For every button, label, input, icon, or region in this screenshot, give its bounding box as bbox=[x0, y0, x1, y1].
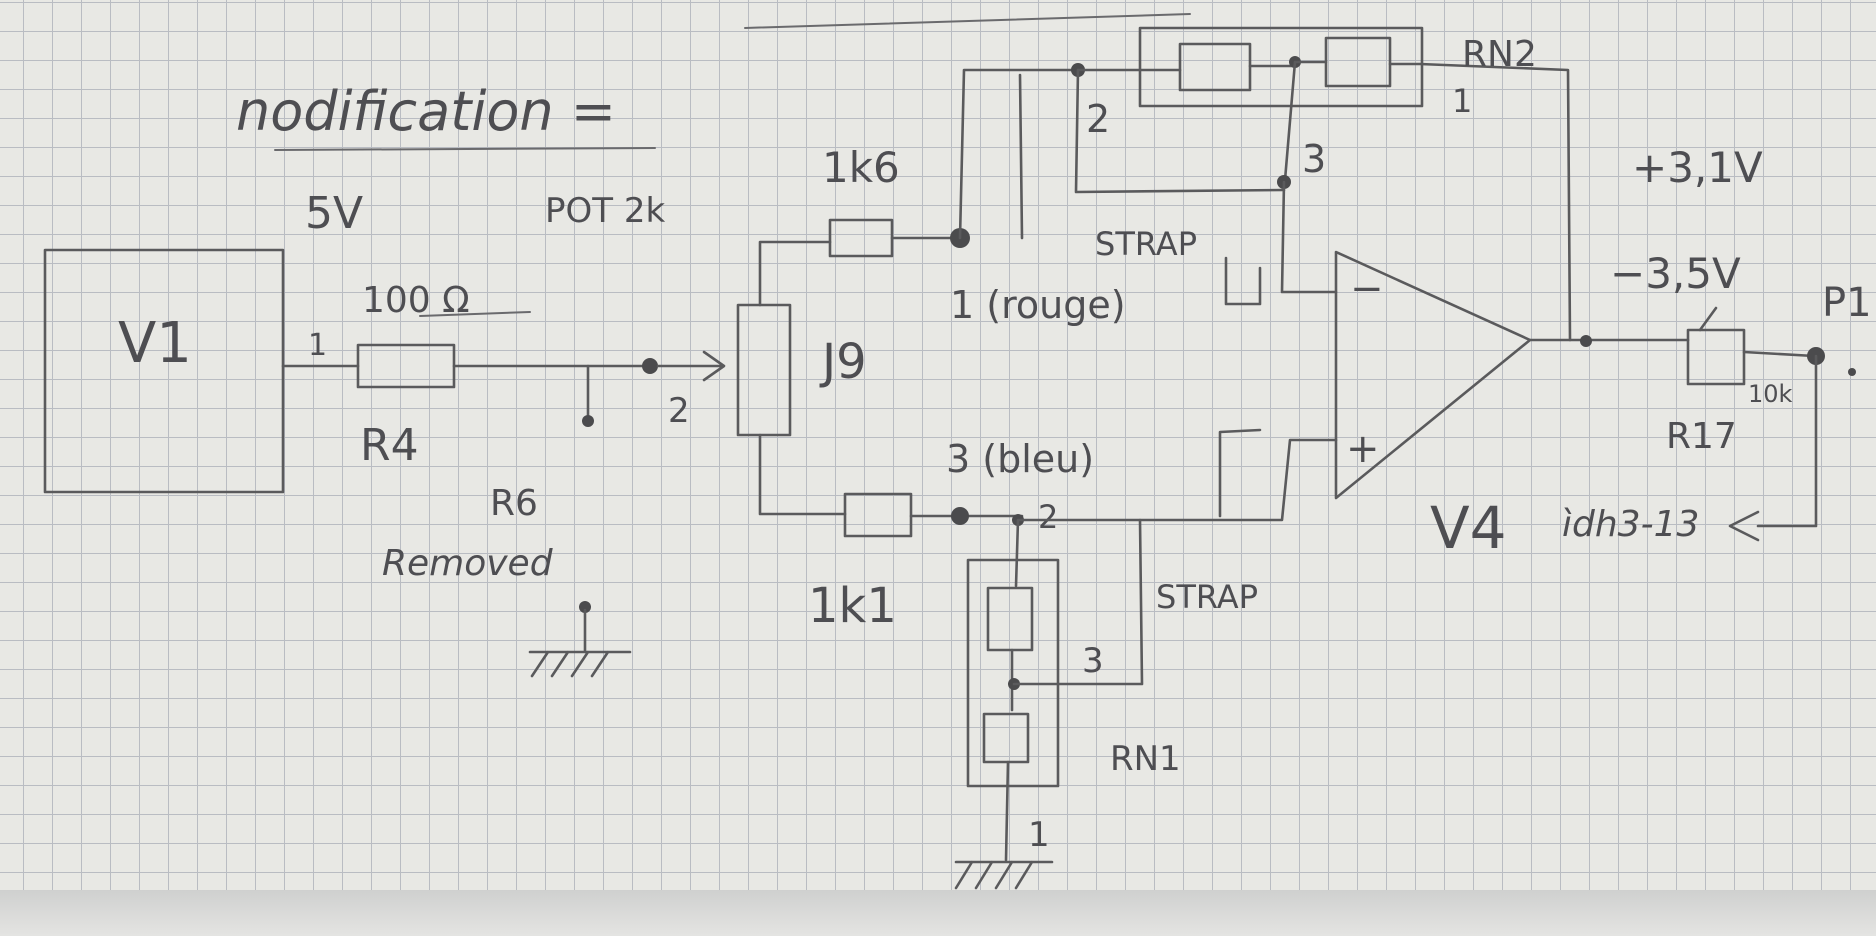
wire-rouge-up bbox=[958, 68, 1080, 240]
r17-lead bbox=[1698, 306, 1718, 332]
rn2-ref-label: RN2 bbox=[1462, 34, 1537, 75]
ground-icon bbox=[954, 860, 1054, 890]
pot-value-label: POT 2k bbox=[545, 191, 665, 231]
r-1k6-resistor bbox=[828, 218, 894, 258]
pin3-bleu-node bbox=[951, 507, 969, 525]
rn1-resistor-a bbox=[986, 586, 1034, 652]
wire-p1-return bbox=[1756, 354, 1818, 528]
paper-edge-shadow bbox=[0, 890, 1876, 936]
wire-inverting-input bbox=[1280, 180, 1338, 294]
pot-wiper-arrow bbox=[656, 350, 726, 382]
rn1-resistor-b bbox=[982, 712, 1030, 764]
pin1-rouge-label: 1 (rouge) bbox=[950, 283, 1126, 327]
rn1-ref-label: RN1 bbox=[1110, 739, 1181, 779]
v1-source-box bbox=[43, 248, 285, 494]
title-text: nodification = bbox=[236, 80, 616, 143]
plus-supply-label: +3,1V bbox=[1632, 143, 1763, 192]
wire-strap-upper-left bbox=[1018, 73, 1024, 240]
wire-rn2-pin3 bbox=[1283, 60, 1297, 182]
output-net-label: ìdh3-13 bbox=[1562, 504, 1699, 545]
j9-pin2-label: 2 bbox=[668, 391, 690, 431]
rn1-pin2-label: 2 bbox=[1038, 498, 1058, 536]
r17-value-label: 10k bbox=[1748, 380, 1793, 408]
r6-ref-label: R6 bbox=[490, 483, 538, 524]
rn2-resistor-b bbox=[1324, 36, 1392, 88]
j9-potentiometer bbox=[736, 303, 792, 437]
r6-removed-label: Removed bbox=[382, 543, 554, 584]
wire-pot-top bbox=[758, 240, 832, 307]
r6-stub-node bbox=[582, 415, 594, 427]
output-arrow-icon bbox=[1728, 510, 1760, 542]
rn1-pin1-label: 1 bbox=[1028, 815, 1050, 855]
wire-rn2-feedback-out bbox=[1388, 62, 1572, 342]
strap-upper-bracket bbox=[1224, 256, 1262, 306]
r6-ground-node bbox=[579, 601, 591, 613]
r4-value-underline bbox=[419, 311, 531, 317]
v1-label: V1 bbox=[118, 311, 192, 376]
v1-pin-label: 1 bbox=[308, 328, 327, 363]
p1-ref-label: P1 bbox=[1822, 280, 1872, 326]
j9-ref-label: J9 bbox=[819, 334, 867, 390]
rn2-pin1-label: 1 bbox=[1452, 82, 1472, 120]
r-1k1-label: 1k1 bbox=[808, 578, 897, 634]
rn2-resistor-a bbox=[1178, 42, 1252, 92]
rn2-network-box bbox=[1138, 26, 1424, 108]
wire-pot-bottom bbox=[758, 433, 847, 516]
p1-pin-dot bbox=[1848, 368, 1856, 376]
r-1k6-label: 1k6 bbox=[822, 143, 900, 192]
pin3-bleu-label: 3 (bleu) bbox=[946, 437, 1094, 481]
supply-voltage-label: 5V bbox=[305, 188, 363, 239]
wire-rn1-ground bbox=[1004, 760, 1010, 862]
rn1-network-box bbox=[966, 558, 1060, 788]
opamp-plus-label: + bbox=[1346, 426, 1380, 472]
output-node bbox=[1580, 335, 1592, 347]
r-1k1-resistor bbox=[843, 492, 913, 538]
minus-supply-label: −3,5V bbox=[1610, 249, 1741, 298]
title-underline bbox=[274, 147, 656, 151]
wire-rn1-pin3-strap bbox=[1012, 518, 1144, 686]
r17-ref-label: R17 bbox=[1666, 416, 1737, 457]
opamp-minus-label: − bbox=[1350, 266, 1384, 312]
strap-upper-label: STRAP bbox=[1095, 225, 1197, 263]
top-rule-line bbox=[744, 13, 1191, 29]
strap-lower-bracket bbox=[1218, 428, 1262, 518]
opamp-ref-label: V4 bbox=[1430, 494, 1507, 562]
ground-icon bbox=[528, 608, 632, 678]
wire-r17-p1 bbox=[1742, 350, 1816, 358]
r4-ref-label: R4 bbox=[360, 420, 419, 471]
r4-resistor bbox=[356, 343, 456, 389]
r17-resistor bbox=[1686, 328, 1746, 386]
j9-pin2-node bbox=[642, 358, 658, 374]
rn2-pin2-label: 2 bbox=[1086, 97, 1110, 141]
opamp-v4-triangle bbox=[1334, 250, 1532, 500]
wire-noninverting-input bbox=[1016, 438, 1338, 522]
wire-rn2-strap bbox=[1074, 68, 1286, 194]
strap-lower-label: STRAP bbox=[1156, 578, 1258, 616]
rn1-pin3-label: 3 bbox=[1082, 641, 1104, 681]
wire-rn1-top bbox=[1014, 518, 1020, 588]
rn2-pin3-label: 3 bbox=[1302, 137, 1326, 181]
